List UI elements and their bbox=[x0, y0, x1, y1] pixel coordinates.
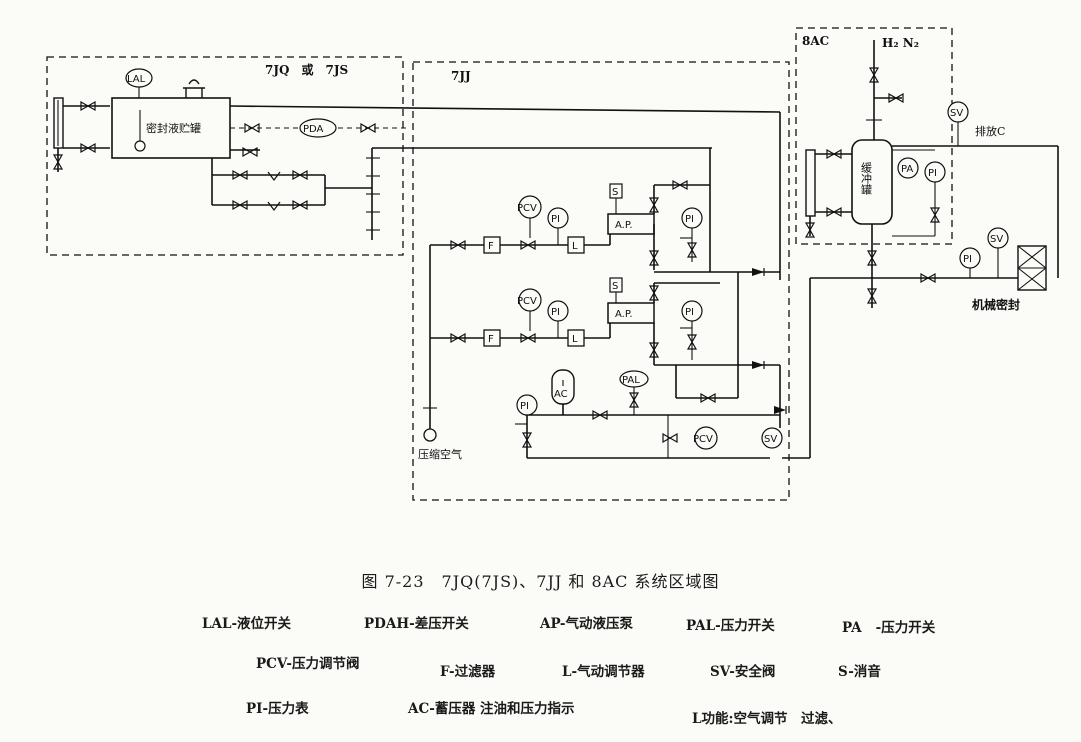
figure-caption: 图 7-23 7JQ(7JS)、7JJ 和 8AC 系统区域图 bbox=[361, 572, 720, 591]
silencer-upper-label: S bbox=[612, 187, 618, 198]
legend-pa-prefix: PA bbox=[842, 620, 862, 636]
filter-lower bbox=[483, 329, 501, 347]
legend-l: L-气动调节器 bbox=[562, 664, 645, 680]
lal-label: LAL bbox=[127, 74, 146, 85]
buffer-tank-label: 缓冲罐 bbox=[860, 162, 873, 196]
pi-ap-lower-label: PI bbox=[685, 307, 694, 318]
compressed-air-source bbox=[423, 428, 437, 442]
pcv-bottom-label: PCV bbox=[693, 434, 713, 445]
sv-seal-label: SV bbox=[990, 234, 1003, 245]
legend-ac: AC-蓄压器 注油和压力指示 bbox=[408, 701, 575, 717]
legend-sv: SV-安全阀 bbox=[710, 664, 776, 680]
regulator-lower bbox=[567, 329, 585, 347]
region-8ac-label: 8AC bbox=[802, 34, 829, 48]
legend-s: S-消音 bbox=[838, 664, 881, 680]
pcv-upper-label: PCV bbox=[517, 203, 537, 214]
seal-tank-label: 密封液贮罐 bbox=[146, 121, 201, 135]
filter-lower-label: F bbox=[488, 334, 494, 345]
pi-buffer-label: PI bbox=[928, 168, 937, 179]
pa-switch bbox=[897, 157, 919, 179]
pi-lower-label: PI bbox=[551, 307, 560, 318]
ap-lower-label: A.P. bbox=[615, 309, 633, 320]
pi-ap-upper-label: PI bbox=[685, 214, 694, 225]
system-diagram: 7JQ 或 7JS 7JJ 8AC 密封液贮罐 LAL PDA bbox=[46, 27, 1059, 501]
pda-switch bbox=[299, 118, 337, 138]
legend-f: F-过滤器 bbox=[440, 664, 496, 680]
legend-pa-suffix: -压力开关 bbox=[875, 620, 936, 636]
mech-seal-label: 机械密封 bbox=[972, 297, 1020, 312]
legend-lfunc: L功能:空气调节 过滤、 bbox=[692, 711, 842, 727]
region-7jq-box bbox=[46, 56, 404, 256]
legend-pdah: PDAH-差压开关 bbox=[364, 616, 469, 632]
silencer-lower-label: S bbox=[612, 281, 618, 292]
ap-upper-label: A.P. bbox=[615, 220, 633, 231]
pi-seal-label: PI bbox=[963, 254, 972, 265]
region-8ac-box bbox=[795, 27, 953, 245]
filter-upper bbox=[483, 236, 501, 254]
sv-bottom-label: SV bbox=[764, 434, 777, 445]
region-7jq-label: 7JQ 或 7JS bbox=[265, 62, 348, 77]
legend-lal: LAL-液位开关 bbox=[202, 616, 292, 632]
pcv-bottom bbox=[694, 426, 718, 450]
pda-label: PDA bbox=[303, 124, 324, 135]
legend-pal: PAL-压力开关 bbox=[686, 618, 775, 634]
legend-ap: AP-气动液压泵 bbox=[540, 616, 633, 632]
region-7jj-box bbox=[412, 61, 790, 501]
filter-upper-label: F bbox=[488, 241, 494, 252]
legend-pa: PA -压力开关 bbox=[842, 616, 935, 636]
buffer-level-gauge bbox=[805, 149, 816, 217]
accumulator-label: AC bbox=[554, 389, 568, 400]
pa-label: PA bbox=[901, 164, 913, 175]
legend-pi: PI-压力表 bbox=[246, 701, 309, 717]
pcv-lower-label: PCV bbox=[517, 296, 537, 307]
pi-upper-label: PI bbox=[551, 214, 560, 225]
ap-pump-lower bbox=[607, 302, 655, 324]
sv-bottom bbox=[761, 427, 783, 449]
vent-label: 排放C bbox=[975, 124, 1005, 138]
regulator-upper bbox=[567, 236, 585, 254]
gas-label: H₂ N₂ bbox=[882, 36, 919, 50]
pal-label: PAL bbox=[622, 375, 640, 386]
region-7jj-label: 7JJ bbox=[451, 69, 471, 83]
regulator-upper-label: L bbox=[572, 241, 578, 252]
pi-accumulator-label: PI bbox=[520, 401, 529, 412]
regulator-lower-label: L bbox=[572, 334, 578, 345]
sv-top-label: SV bbox=[950, 108, 963, 119]
compressed-air-label: 压缩空气 bbox=[418, 447, 462, 461]
legend-pcv: PCV-压力调节阀 bbox=[256, 656, 360, 672]
